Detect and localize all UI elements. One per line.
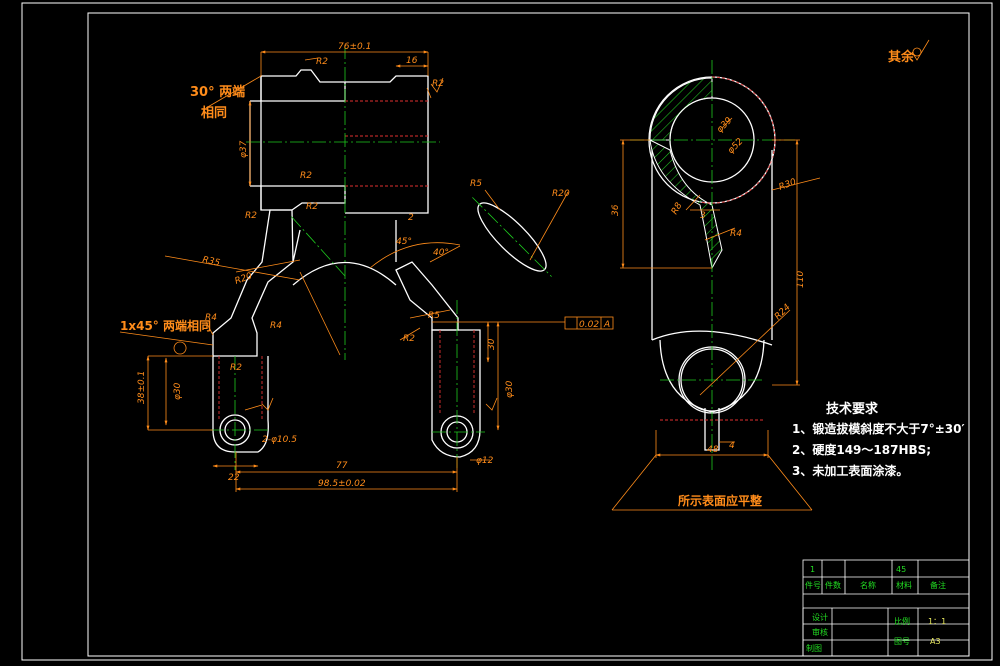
tech-req-item-1: 1、锻造拔模斜度不大于7°±30′ bbox=[792, 421, 965, 436]
tb-part-no: 1 bbox=[810, 565, 815, 574]
chamfer-30-note: 30° 两端 bbox=[190, 84, 245, 100]
roughness-note: 其余 bbox=[888, 49, 915, 65]
chamfer-30-note-b: 相同 bbox=[201, 105, 227, 121]
datum-a: A bbox=[603, 320, 610, 330]
dim-38: 38±0.1 bbox=[137, 371, 147, 404]
section-view bbox=[472, 197, 552, 277]
section-r20: R20 bbox=[552, 189, 570, 199]
dim-r4-right: R4 bbox=[730, 229, 742, 239]
dim-2: 2 bbox=[408, 213, 414, 223]
tb-h-mat: 材料 bbox=[896, 580, 912, 590]
tb-sheet-label: 图号 bbox=[894, 637, 910, 646]
tb-h-seq: 件号 bbox=[805, 580, 821, 590]
dim-angle-45: 45° bbox=[396, 237, 412, 247]
dim-76: 76±0.1 bbox=[338, 42, 371, 52]
dim-98-5: 98.5±0.02 bbox=[318, 479, 366, 489]
dim-r2-c: R2 bbox=[306, 202, 318, 212]
tb-sheet-value: A3 bbox=[930, 637, 941, 646]
tb-material: 45 bbox=[896, 565, 906, 574]
section-r5: R5 bbox=[470, 179, 482, 189]
tb-scale-value: 1：1 bbox=[928, 617, 946, 626]
tb-h-name: 名称 bbox=[860, 580, 876, 590]
tech-req-title: 技术要求 bbox=[826, 401, 879, 417]
flat-surface-note: 所示表面应平整 bbox=[678, 493, 762, 508]
dim-3: 3 bbox=[700, 211, 706, 221]
dim-4: 4 bbox=[729, 441, 735, 451]
dim-r5: R5 bbox=[428, 311, 440, 321]
tech-req-item-2: 2、硬度149～187HBS; bbox=[792, 442, 931, 457]
outer-frame bbox=[21, 2, 993, 661]
tb-check: 审核 bbox=[812, 627, 828, 637]
dim-phi52: φ52 bbox=[726, 137, 746, 157]
title-block: 1 45 件号 件数 名称 材料 备注 设计 审核 制图 比例 1：1 图号 A… bbox=[802, 559, 970, 657]
left-view: 30° 两端 相同 1x45° 两端相同 76±0.1 16 R2 φ37 R2… bbox=[119, 42, 614, 492]
tb-draw: 制图 bbox=[806, 643, 822, 653]
dim-phi30-b: φ30 bbox=[173, 382, 183, 400]
dim-phi37: φ37 bbox=[239, 140, 249, 158]
dim-r20-left: R20 bbox=[234, 271, 254, 287]
roughness-symbol-icon bbox=[911, 39, 930, 61]
dim-r8: R8 bbox=[670, 201, 685, 217]
tb-scale-label: 比例 bbox=[894, 616, 910, 626]
dim-r2-f: R2 bbox=[432, 79, 444, 89]
dim-r24: R24 bbox=[773, 302, 793, 322]
tb-h-note: 备注 bbox=[930, 580, 946, 590]
dim-110: 110 bbox=[796, 271, 806, 288]
tech-requirements: 技术要求 1、锻造拔模斜度不大于7°±30′ 2、硬度149～187HBS; 3… bbox=[792, 401, 965, 478]
dim-r4: R4 bbox=[205, 313, 217, 323]
dim-r2-top: R2 bbox=[316, 57, 328, 67]
dim-22: 22 bbox=[228, 473, 240, 483]
dim-77: 77 bbox=[336, 461, 348, 471]
dim-r4-b: R4 bbox=[270, 321, 282, 331]
dim-48: 48 bbox=[707, 445, 719, 455]
dim-r2-a: R2 bbox=[300, 171, 312, 181]
tolerance-value: 0.02 bbox=[579, 320, 599, 330]
dim-16: 16 bbox=[406, 56, 418, 66]
tb-design: 设计 bbox=[812, 612, 828, 622]
dim-r35: R35 bbox=[201, 255, 221, 269]
right-view: 36 φ39 φ52 R30 R8 R4 3 110 R24 48 4 所示表面… bbox=[611, 60, 821, 511]
dim-2-phi10-5: 2-φ10.5 bbox=[262, 435, 297, 445]
dim-r2-d: R2 bbox=[230, 363, 242, 373]
dim-r2-e: R2 bbox=[403, 334, 415, 344]
dim-phi30: φ30 bbox=[505, 380, 515, 398]
tb-h-qty: 件数 bbox=[825, 580, 841, 590]
dim-phi12: φ12 bbox=[476, 456, 494, 466]
dim-36: 36 bbox=[611, 204, 621, 216]
tech-req-item-3: 3、未加工表面涂漆。 bbox=[792, 463, 908, 478]
inner-frame bbox=[87, 12, 970, 657]
chamfer-1x45-note: 1x45° 两端相同 bbox=[120, 318, 211, 333]
dim-r30: R30 bbox=[778, 177, 798, 193]
dim-r2-b: R2 bbox=[245, 211, 257, 221]
dim-angle-40: 40° bbox=[433, 248, 449, 258]
dim-30: 30 bbox=[487, 338, 497, 350]
